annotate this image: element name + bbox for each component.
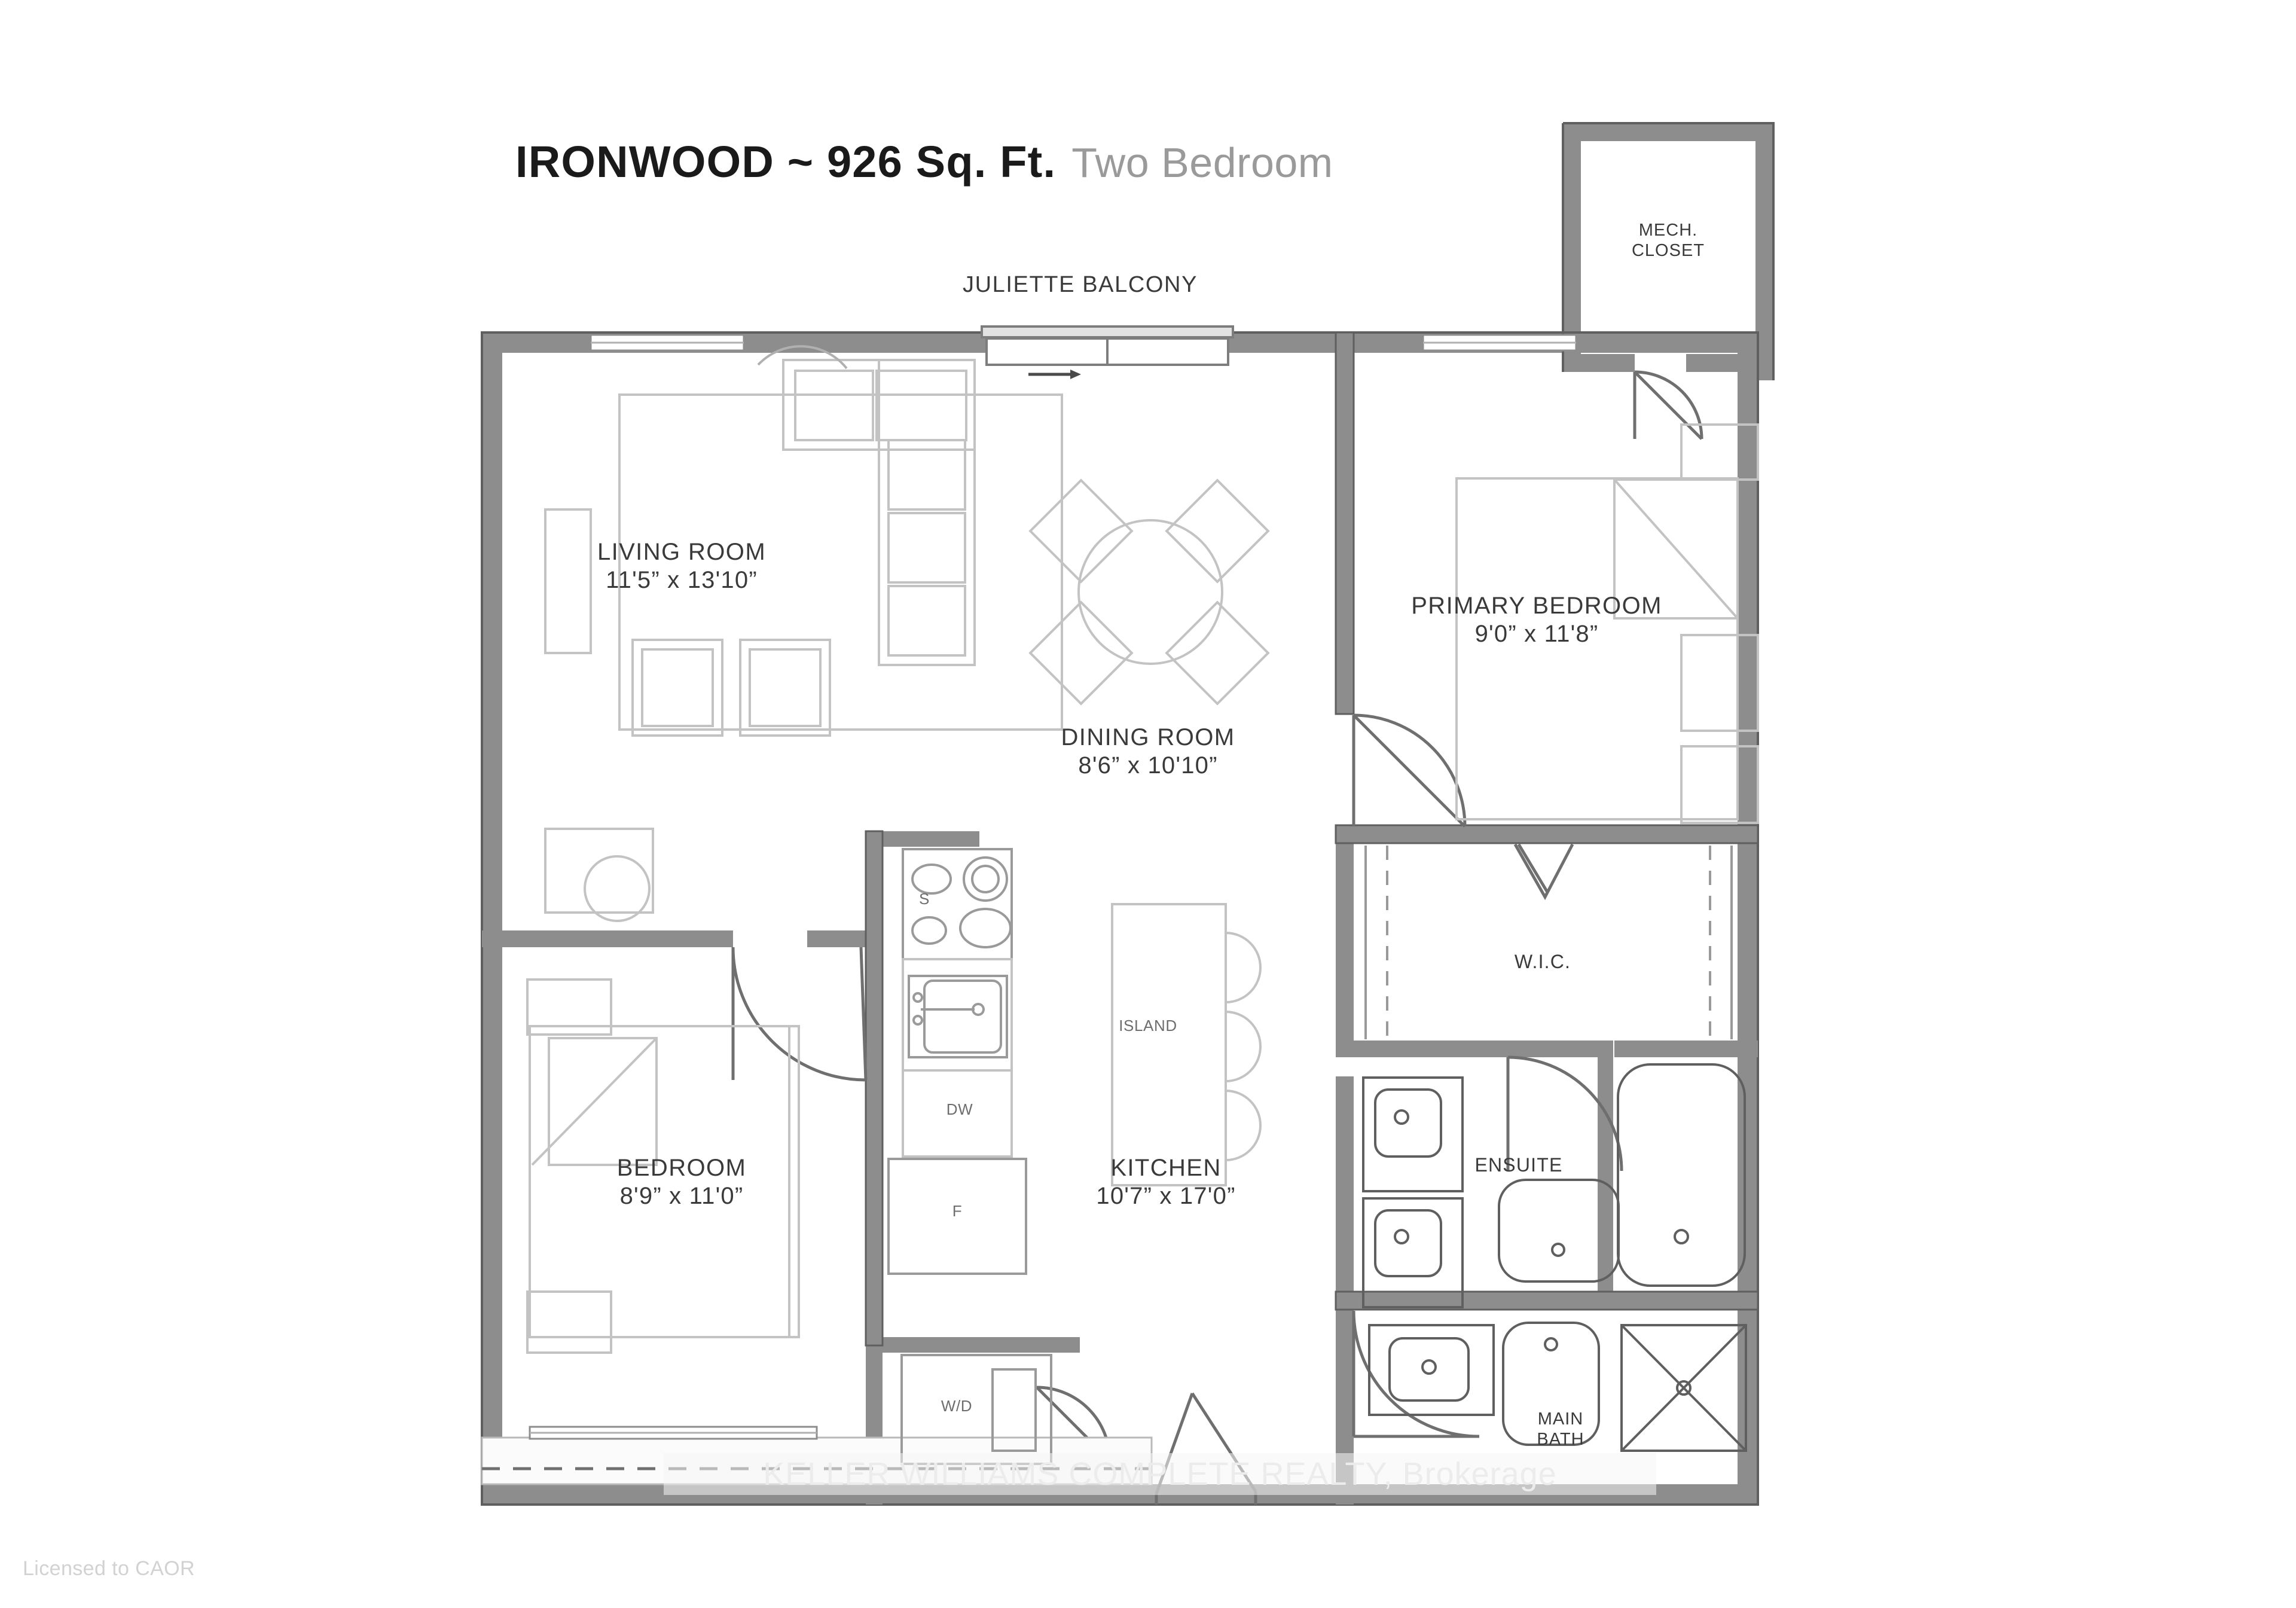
room-label-bedroom: BEDROOM 8'9” x 11'0” [556,1154,807,1210]
room-dims-kitchen: 10'7” x 17'0” [1096,1183,1236,1210]
room-name-living: LIVING ROOM [597,539,767,565]
kitchen-appliances [887,848,1052,1465]
dining-furniture [1028,478,1270,706]
room-name-kitchen: KITCHEN [1110,1155,1222,1181]
dishwasher-label-text: DW [946,1100,973,1118]
mech-closet-door [1633,370,1703,440]
room-dims-bedroom: 8'9” x 11'0” [619,1183,744,1210]
room-label-living: LIVING ROOM 11'5” x 13'10” [550,538,813,594]
living-room-furniture [544,345,1063,922]
interior-wall-outline [865,331,1759,1347]
mech-closet-line1: MECH. [1638,221,1698,240]
room-label-primary: PRIMARY BEDROOM 9'0” x 11'8” [1363,592,1710,648]
room-dims-dining: 8'6” x 10'10” [1078,752,1218,779]
washer-dryer-label-text: W/D [941,1397,973,1415]
kitchen-island [1111,903,1262,1186]
fridge-label-text: F [952,1202,963,1220]
wd-closet-door [1036,1386,1112,1461]
juliette-balcony-door [981,325,1234,379]
washer-dryer-label: W/D [915,1397,999,1415]
room-label-kitchen: KITCHEN 10'7” x 17'0” [1034,1154,1297,1210]
bedroom-door [731,947,868,1082]
license-notice: Licensed to CAOR [23,1557,195,1580]
room-name-dining: DINING ROOM [1061,724,1235,750]
primary-bedroom-door [1352,713,1467,828]
ensuite-fixtures [1362,1063,1746,1308]
page-title: IRONWOOD ~ 926 Sq. Ft. Two Bedroom [515,136,1333,187]
exterior-walls [482,123,1773,1505]
fridge-label: F [930,1202,984,1221]
dishwasher-label: DW [921,1100,999,1119]
wic-door [1513,843,1574,901]
plan-name: IRONWOOD ~ 926 Sq. Ft. [515,137,1057,187]
plan-subtitle: Two Bedroom [1071,139,1333,186]
mech-closet-line2: CLOSET [1631,241,1705,261]
room-name-bedroom: BEDROOM [616,1155,747,1181]
room-label-dining: DINING ROOM 8'6” x 10'10” [1010,724,1286,780]
stove-label: S [900,890,948,908]
main-bath-line1: MAIN [1537,1409,1584,1429]
stove-label-text: S [919,890,930,908]
room-name-primary: PRIMARY BEDROOM [1411,593,1662,619]
bedroom-window [529,1426,818,1440]
entry-door [1155,1392,1257,1505]
island-label-text: ISLAND [1119,1017,1177,1035]
ensuite-label: ENSUITE [1474,1154,1563,1176]
main-bath-line2: BATH [1537,1430,1584,1450]
interior-walls [482,332,1758,1505]
juliette-balcony-label: JULIETTE BALCONY [963,272,1198,297]
main-bath-door [1352,1310,1480,1438]
brokerage-watermark: KELLER WILLIAMS COMPLETE REALTY, Brokera… [664,1453,1656,1495]
island-label: ISLAND [1088,1017,1208,1035]
corridor-band [481,1436,1153,1485]
room-dims-primary: 9'0” x 11'8” [1474,621,1599,648]
room-label-main-bath: MAIN BATH [1477,1409,1644,1450]
top-windows [590,334,1577,352]
exterior-outline [481,122,1775,1506]
room-label-ensuite: ENSUITE [1429,1154,1608,1177]
wic-label: W.I.C. [1514,951,1571,972]
room-label-mech-closet: MECH. CLOSET [1578,220,1758,261]
room-dims-living: 11'5” x 13'10” [606,567,758,594]
wic-shelving [1364,846,1733,1039]
room-label-wic: W.I.C. [1453,951,1632,974]
